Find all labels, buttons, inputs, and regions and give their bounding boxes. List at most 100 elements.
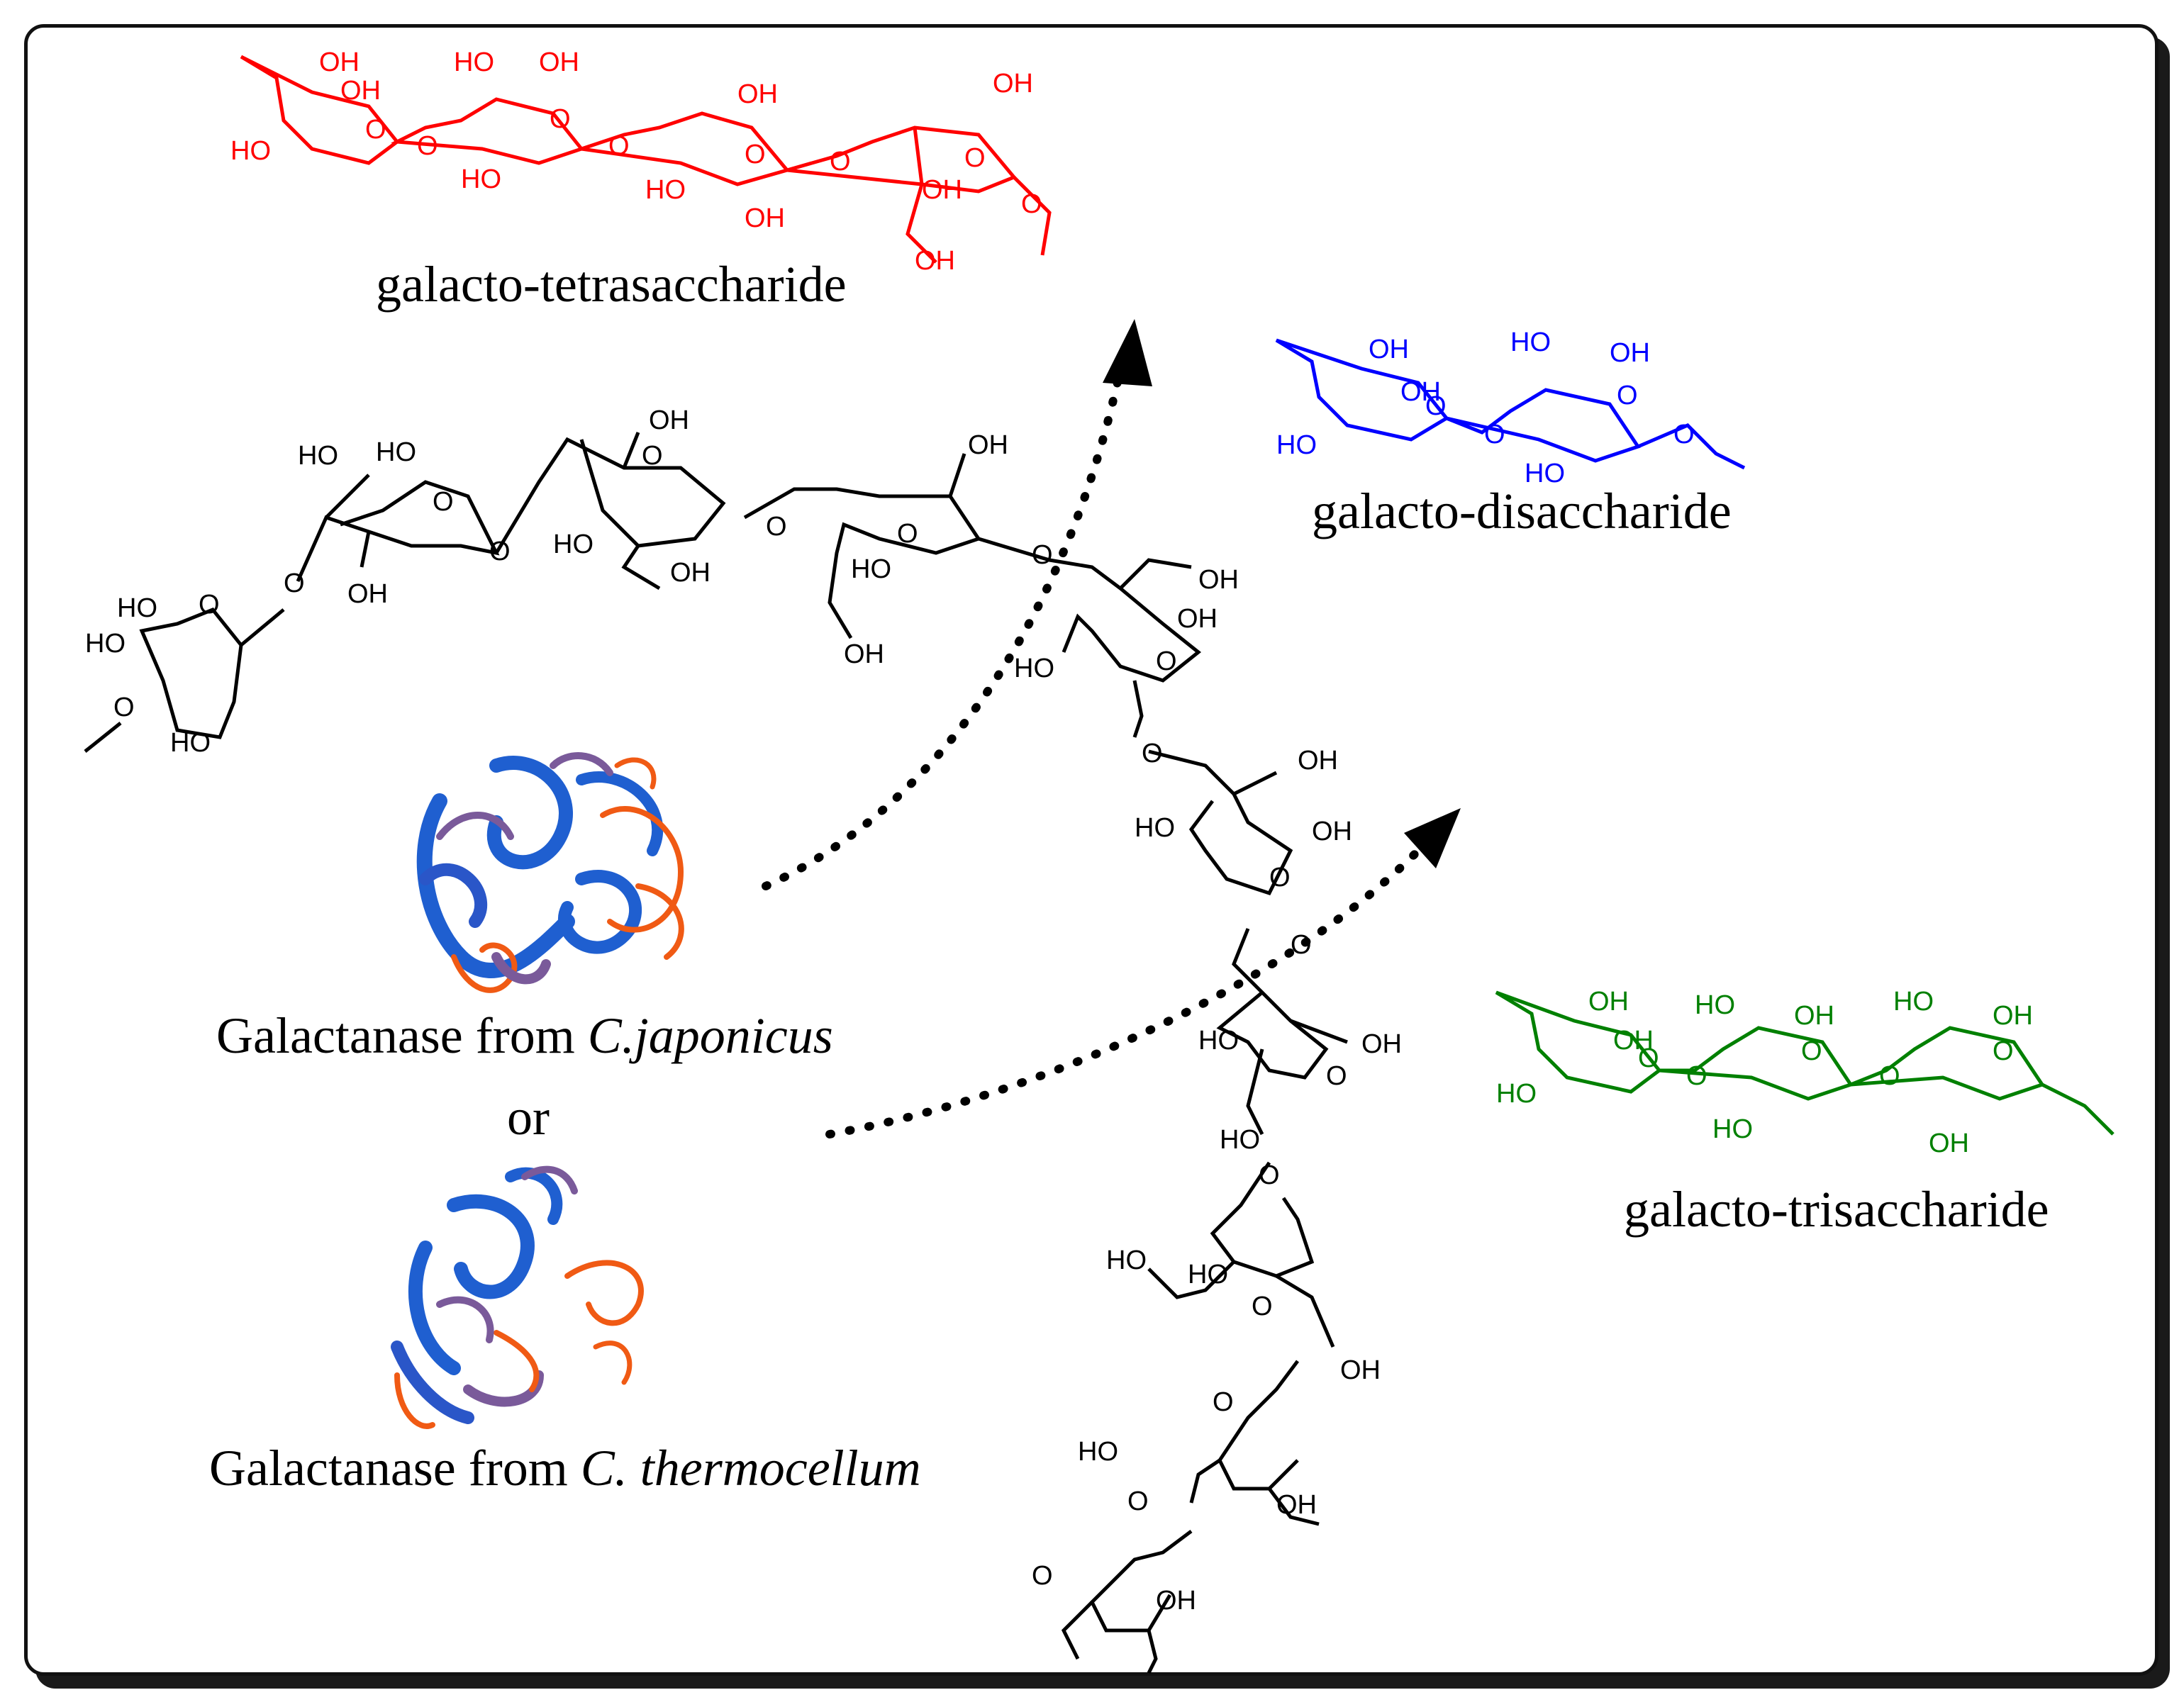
oxygen-label: O [1259,1160,1280,1190]
oxygen-label: O [1425,391,1447,421]
organism-name: C.japonicus [587,1007,833,1064]
arrowhead-icon [1404,808,1461,868]
hydroxyl-label: OH [915,246,955,276]
oxygen-label: O [1617,381,1638,410]
protein-structure-japonicus [416,752,684,993]
organism-name: C. thermocellum [580,1440,921,1496]
protein-structure-thermocellum [391,1165,644,1429]
oxygen-label: O [1993,1036,2014,1066]
hydroxyl-label: HO [645,175,686,205]
hydroxyl-label: OH [340,76,381,106]
hydroxyl-label: OH [319,47,360,77]
enzyme-label-japonicus: Galactanase from C.japonicus [216,1007,833,1065]
enzyme-label-thermocellum: Galactanase from C. thermocellum [209,1439,921,1498]
hydroxyl-label: OH [1610,338,1650,368]
galactan-substrate-structure [84,432,1348,1674]
oxygen-label: O [1879,1061,1900,1091]
hydroxyl-label: OH [1400,377,1441,407]
hydroxyl-label: OH [993,69,1033,99]
oxygen-label: O [964,143,986,173]
hydroxyl-label: OH [1993,1001,2033,1031]
hydroxyl-label: HO [170,728,211,758]
tetrasaccharide-atoms: OH OH HO O O HO OH HO O O OH O HO OH O O… [230,47,1042,276]
cleavage-arrow-trisaccharide [825,846,1422,1138]
hydroxyl-label: HO [298,441,338,471]
hydroxyl-label: HO [1078,1437,1118,1467]
hydroxyl-label: HO [553,530,594,559]
oxygen-label: O [830,147,851,177]
hydroxyl-label: HO [1712,1114,1753,1144]
hydroxyl-label: OH [1613,1026,1654,1056]
hydroxyl-label: OH [922,175,962,205]
oxygen-label: O [1127,1487,1149,1516]
oxygen-label: O [550,104,571,134]
oxygen-label: O [1021,189,1042,219]
oxygen-label: O [284,569,305,598]
oxygen-label: O [1032,1561,1053,1591]
hydroxyl-label: HO [1188,1260,1228,1289]
figure-frame [24,24,2158,1676]
hydroxyl-label: OH [1298,746,1338,776]
oxygen-label: O [766,512,787,542]
hydroxyl-label: HO [1525,459,1565,488]
hydroxyl-label: OH [1340,1355,1381,1385]
hydroxyl-label: OH [1156,1586,1196,1616]
oxygen-label: O [365,115,386,145]
oxygen-label: O [1032,540,1053,570]
disaccharide-label: galacto-disaccharide [1312,483,1732,539]
substrate-atoms: HO HO O O OH O HO O HO O HO OH O HO OH O… [85,405,1402,1616]
hydroxyl-label: HO [1106,1246,1147,1275]
hydroxyl-label: HO [1893,987,1934,1017]
hydroxyl-label: HO [851,554,891,584]
hydroxyl-label: OH [670,558,711,588]
hydroxyl-label: HO [1496,1079,1537,1109]
trisaccharide-structure [1495,990,2115,1136]
oxygen-label: O [113,693,135,722]
trisaccharide-atoms: OH OH HO O O HO OH O HO O HO OH O OH [1496,987,2033,1158]
tetrasaccharide-label: galacto-tetrasaccharide [376,256,847,313]
hydroxyl-label: HO [1510,328,1551,357]
enzyme-prefix: Galactanase from [209,1440,581,1496]
oxygen-label: O [1142,739,1163,768]
oxygen-label: O [1638,1043,1659,1073]
oxygen-label: O [1801,1036,1822,1066]
enzyme-prefix: Galactanase from [216,1007,588,1064]
hydroxyl-label: OH [539,47,579,77]
hydroxyl-label: HO [376,437,416,467]
hydroxyl-label: OH [1177,604,1218,634]
hydroxyl-label: OH [1929,1129,1969,1158]
oxygen-label: O [1686,1061,1707,1091]
hydroxyl-label: HO [117,593,157,623]
disaccharide-atoms: OH OH HO O O HO OH O HO O [1276,328,1695,488]
hydroxyl-label: OH [844,639,884,669]
hydroxyl-label: HO [454,47,494,77]
hydroxyl-label: HO [1220,1125,1260,1155]
hydroxyl-label: HO [230,136,271,166]
hydroxyl-label: OH [737,79,778,109]
hydroxyl-label: OH [745,203,785,233]
hydroxyl-label: OH [968,430,1008,460]
hydroxyl-label: OH [347,579,388,609]
enzyme-connector: or [507,1089,550,1146]
hydroxyl-label: OH [1198,565,1239,595]
hydroxyl-label: OH [1588,987,1629,1017]
arrowhead-icon [1103,319,1152,386]
oxygen-label: O [1156,647,1177,676]
hydroxyl-label: HO [461,164,501,194]
disaccharide-structure [1275,338,1746,470]
oxygen-label: O [1252,1292,1273,1321]
hydroxyl-label: HO [1014,654,1054,683]
oxygen-label: O [1213,1387,1234,1417]
oxygen-label: O [417,131,438,161]
cleavage-arrow-tetrasaccharide [762,364,1125,890]
trisaccharide-label: galacto-trisaccharide [1624,1181,2049,1238]
hydroxyl-label: OH [1312,817,1352,846]
hydroxyl-label: HO [1276,430,1317,460]
oxygen-label: O [1326,1061,1347,1091]
oxygen-label: O [608,131,630,161]
tetrasaccharide-structure [240,55,1052,264]
oxygen-label: O [1484,420,1505,449]
hydroxyl-label: HO [1695,990,1735,1020]
hydroxyl-label: OH [1369,335,1409,364]
